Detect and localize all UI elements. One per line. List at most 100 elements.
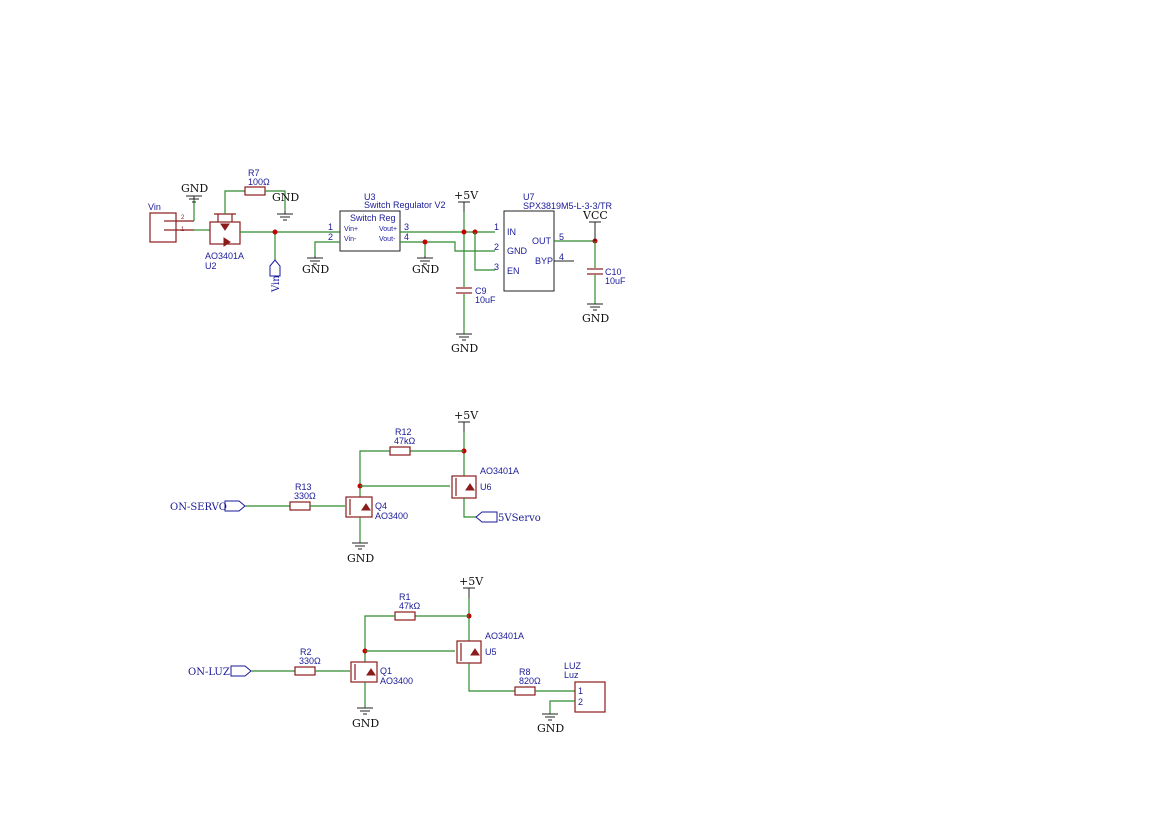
u3-ref: U3 bbox=[364, 192, 376, 202]
luz-pin1-num: 1 bbox=[578, 686, 583, 696]
junction-dot bbox=[461, 229, 467, 235]
on-luz-global-label: ON-LUZ bbox=[188, 665, 252, 678]
u3-pin-vout2: Vout- bbox=[379, 236, 396, 243]
servo-5v-label-text: 5VServo bbox=[498, 513, 541, 524]
gnd-label: GND bbox=[302, 263, 329, 276]
en-wire bbox=[474, 232, 495, 271]
p5v-symbol: +5V bbox=[454, 189, 479, 212]
gnd-symbol: GND bbox=[302, 256, 329, 276]
gnd-symbol: GND bbox=[451, 333, 478, 355]
vin-connector-ref: Vin bbox=[148, 202, 161, 212]
u3-gnd-wire bbox=[314, 241, 340, 256]
u7-pin4-num: 4 bbox=[559, 252, 564, 262]
on-servo-label-text: ON-SERVO bbox=[170, 502, 227, 513]
vin-pin1-num: 1 bbox=[181, 227, 185, 233]
r12-value: 47kΩ bbox=[394, 436, 416, 446]
q1-value: AO3400 bbox=[380, 676, 413, 686]
gnd-symbol: GND bbox=[412, 256, 439, 276]
u7-pin-byp: BYP bbox=[535, 256, 553, 266]
r7-ref: R7 bbox=[248, 168, 260, 178]
q4-value: AO3400 bbox=[375, 511, 408, 521]
u2-ref: U2 bbox=[205, 261, 217, 271]
gnd-symbol: GND bbox=[347, 542, 374, 565]
on-servo-global-label: ON-SERVO bbox=[170, 500, 246, 513]
p5v-label: +5V bbox=[454, 409, 479, 422]
u3-pin1-num: 1 bbox=[328, 222, 333, 232]
servo-out-wire bbox=[463, 498, 476, 518]
q4-nmosfet: Q4 AO3400 bbox=[345, 496, 408, 521]
r13-ref: R13 bbox=[295, 482, 312, 492]
r8-value: 820Ω bbox=[519, 676, 541, 686]
u7-pin3-num: 3 bbox=[494, 262, 499, 272]
vcc-label: VCC bbox=[582, 209, 608, 222]
u7-pin-in: IN bbox=[507, 227, 516, 237]
servo-5v-global-label: 5VServo bbox=[475, 511, 541, 524]
r1-ref: R1 bbox=[399, 592, 411, 602]
luz-connector: LUZ Luz 1 2 bbox=[564, 661, 606, 713]
u7-ref: U7 bbox=[523, 192, 535, 202]
r2-ref: R2 bbox=[300, 647, 312, 657]
luz-out-wire bbox=[468, 663, 515, 692]
u6-ref: U6 bbox=[480, 482, 492, 492]
p5v-symbol: +5V bbox=[454, 409, 479, 432]
luz-pin2-num: 2 bbox=[578, 697, 583, 707]
gnd-symbol: GND bbox=[272, 191, 299, 221]
p5v-label: +5V bbox=[459, 575, 484, 588]
u7-pin-en: EN bbox=[507, 266, 520, 276]
q1-nmosfet: Q1 AO3400 bbox=[350, 661, 413, 686]
u3-pin4-num: 4 bbox=[404, 232, 409, 242]
c9-value: 10uF bbox=[475, 295, 496, 305]
u6-value: AO3401A bbox=[480, 466, 519, 476]
u7-pin-out: OUT bbox=[532, 236, 552, 246]
luz-connector-value: Luz bbox=[564, 670, 579, 680]
gnd-rail-wire bbox=[400, 241, 495, 252]
r1-value: 47kΩ bbox=[399, 601, 421, 611]
u5-ref: U5 bbox=[485, 647, 497, 657]
gnd-symbol: GND bbox=[352, 707, 379, 730]
junction-dot bbox=[272, 229, 278, 235]
vin-label-text: Vin bbox=[271, 275, 282, 293]
u2-pmosfet: AO3401A U2 bbox=[194, 213, 244, 271]
u6-pmosfet: AO3401A U6 bbox=[451, 466, 519, 499]
u5-pmosfet: AO3401A U5 bbox=[456, 631, 524, 664]
r13-value: 330Ω bbox=[294, 491, 316, 501]
gnd-label: GND bbox=[352, 717, 379, 730]
u7-pin1-num: 1 bbox=[494, 222, 499, 232]
vin-global-label: Vin bbox=[269, 259, 282, 293]
u7-pin5-num: 5 bbox=[559, 232, 564, 242]
u5-value: AO3401A bbox=[485, 631, 524, 641]
c9-ref: C9 bbox=[475, 286, 487, 296]
luz-connector-ref: LUZ bbox=[564, 661, 582, 671]
vin-connector: Vin 2 1 bbox=[148, 202, 194, 243]
u3-pin-vin-minus: Vin- bbox=[344, 236, 357, 243]
gnd-label: GND bbox=[412, 263, 439, 276]
c10-ref: C10 bbox=[605, 267, 622, 277]
c9-capacitor: C9 10uF bbox=[456, 286, 496, 305]
c10-value: 10uF bbox=[605, 276, 626, 286]
u2-value: AO3401A bbox=[205, 251, 244, 261]
u7-value: SPX3819M5-L-3-3/TR bbox=[523, 201, 613, 211]
gnd-label: GND bbox=[537, 722, 564, 735]
r12-ref: R12 bbox=[395, 427, 412, 437]
q1-ref: Q1 bbox=[380, 666, 392, 676]
r7-resistor: R7 100Ω bbox=[224, 168, 286, 214]
r1-resistor: R1 47kΩ bbox=[364, 592, 469, 662]
u3-body-label: Switch Reg bbox=[350, 213, 396, 223]
gnd-label: GND bbox=[181, 182, 208, 195]
gnd-label: GND bbox=[451, 342, 478, 355]
u3-pin-vin-plus: Vin+ bbox=[344, 226, 358, 233]
u7-pin-gnd: GND bbox=[507, 246, 528, 256]
u3-value: Switch Regulator V2 bbox=[364, 200, 446, 210]
u3-pin-vout1: Vout+ bbox=[379, 226, 397, 233]
r7-value: 100Ω bbox=[248, 177, 270, 187]
r2-value: 330Ω bbox=[299, 656, 321, 666]
gnd-symbol: GND bbox=[181, 182, 208, 221]
on-luz-label-text: ON-LUZ bbox=[188, 667, 230, 678]
u7-pin2-num: 2 bbox=[494, 242, 499, 252]
u3-pin3-num: 3 bbox=[404, 222, 409, 232]
p5v-symbol: +5V bbox=[459, 575, 484, 598]
gnd-symbol: GND bbox=[582, 303, 609, 325]
luz-gnd-wire bbox=[549, 700, 575, 714]
vin-pin2-num: 2 bbox=[181, 215, 185, 221]
